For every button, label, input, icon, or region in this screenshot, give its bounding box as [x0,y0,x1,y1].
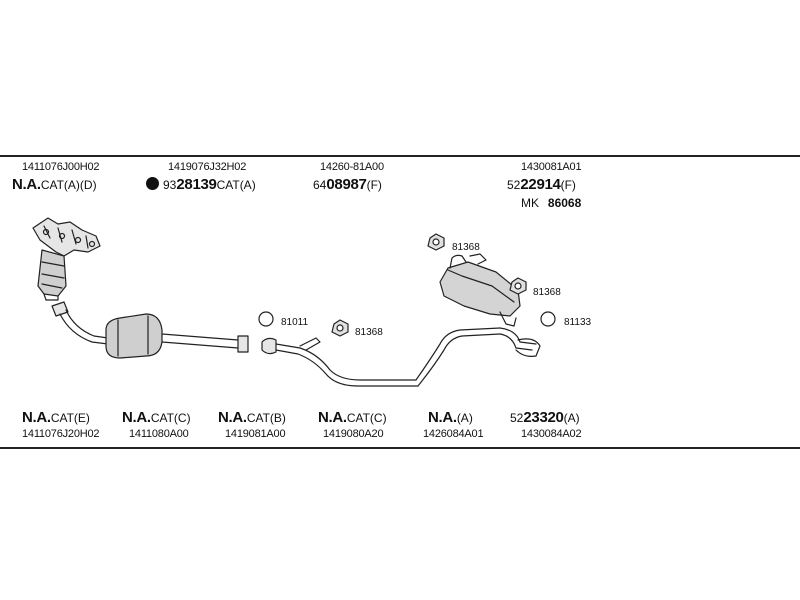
bottom-part-5: N.A.(A) [428,410,473,426]
top-part-3: 6408987(F) [313,177,382,193]
bottom-part-no-5: 1426084A01 [423,428,484,440]
part-prefix: 52 [507,178,521,192]
intermediate-pipe-icon [261,327,501,387]
top-part-1: N.A.CAT(A)(D) [12,177,97,193]
front-pipe-catalyst-icon [51,301,249,359]
na-label: N.A. [218,409,247,426]
top-part-no-3: 14260-81A00 [320,161,384,173]
cat-code: (F) [366,178,382,192]
part-prefix: 64 [313,178,327,192]
top-part-no-2: 1419076J32H02 [168,161,247,173]
ring-icon [258,311,274,327]
callout-label-gasket-1: 81368 [452,242,480,253]
seal-ring-icon [540,311,556,327]
extra-prefix: MK [521,196,539,210]
bottom-part-no-1: 1411076J20H02 [22,428,100,440]
top-part-4: 5222914(F) [507,177,576,193]
cat-code: (A) [563,411,580,425]
bottom-part-4: N.A.CAT(C) [318,410,387,426]
cat-code: CAT(B) [246,411,286,425]
callout-label-ring: 81011 [281,317,309,328]
part-number: 22914 [520,176,561,193]
exhaust-manifold-icon [32,217,101,301]
top-part-4-extra: MK 86068 [521,195,581,211]
bottom-part-2: N.A.CAT(C) [122,410,191,426]
top-part-2: 9328139CAT(A) [146,177,256,193]
top-part-no-4: 1430081A01 [521,161,582,173]
cat-code: CAT(C) [346,411,387,425]
top-frame-line [0,155,800,157]
bottom-frame-line [0,447,800,449]
bottom-part-6: 5223320(A) [510,410,580,426]
bullet-dot-icon [146,177,159,190]
cat-code: CAT(E) [50,411,90,425]
na-label: N.A. [122,409,151,426]
bottom-part-3: N.A.CAT(B) [218,410,286,426]
part-prefix: 93 [163,178,177,192]
cat-code: (A) [456,411,473,425]
part-number: 23320 [523,409,564,426]
bottom-part-no-2: 1411080A00 [129,428,189,440]
cat-code: CAT(C) [150,411,191,425]
top-part-no-1: 1411076J00H02 [22,161,100,173]
part-number: 08987 [326,176,367,193]
flange-gasket-icon [427,233,445,251]
part-prefix: 52 [510,411,524,425]
bottom-part-no-6: 1430084A02 [521,428,582,440]
cat-code: CAT(A)(D) [40,178,97,192]
extra-number: 86068 [547,196,582,210]
cat-code: (F) [560,178,576,192]
cat-code: CAT(A) [216,178,256,192]
flange-gasket-icon [509,277,527,295]
na-label: N.A. [318,409,347,426]
na-label: N.A. [428,409,457,426]
na-label: N.A. [12,176,41,193]
bottom-part-no-4: 1419080A20 [323,428,384,440]
bottom-part-no-3: 1419081A00 [225,428,286,440]
callout-label-seal-ring: 81133 [564,317,592,328]
callout-label-gasket-3: 81368 [355,327,383,338]
callout-label-gasket-2: 81368 [533,287,561,298]
na-label: N.A. [22,409,51,426]
bottom-part-1: N.A.CAT(E) [22,410,90,426]
rear-muffler-icon [439,253,541,357]
flange-gasket-icon [331,319,349,337]
part-number: 28139 [176,176,217,193]
